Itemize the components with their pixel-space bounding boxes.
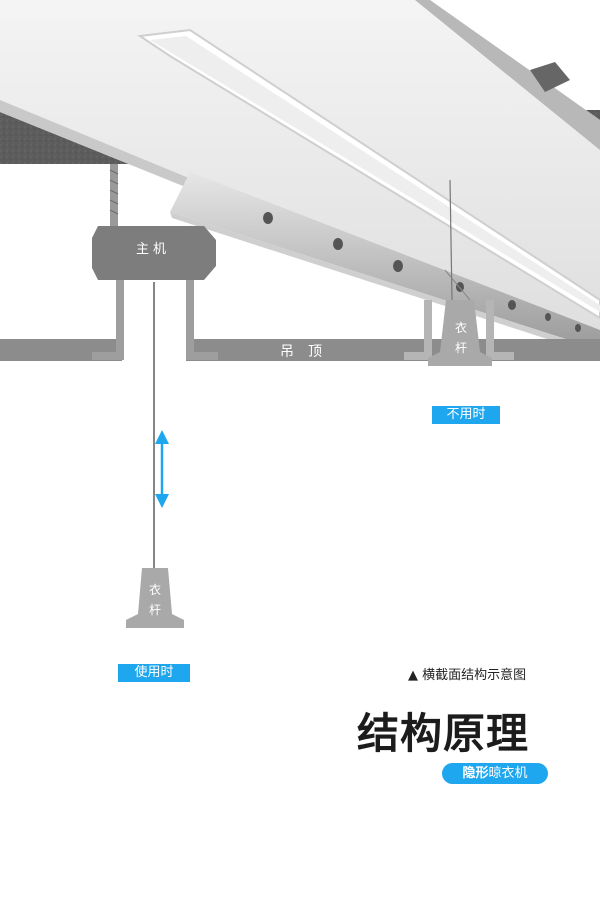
ceiling-panel-3d xyxy=(0,0,600,345)
not-in-use-tag: 不用时 xyxy=(432,406,500,424)
page-title: 结构原理 xyxy=(357,709,530,758)
host-label: 主机 xyxy=(136,242,171,257)
ceiling-label: 吊顶 xyxy=(280,344,336,360)
host-housing xyxy=(92,280,218,360)
triangle-icon: ▲ xyxy=(408,668,418,683)
host-machine xyxy=(92,226,216,280)
rod-label-lowered: 衣 杆 xyxy=(149,583,162,617)
subtitle-bold: 隐形 xyxy=(462,766,489,781)
in-use-tag: 使用时 xyxy=(118,664,190,682)
rod-lowered xyxy=(126,568,184,628)
subtitle-pill: 隐形晾衣机 xyxy=(442,763,548,784)
rod-stowed xyxy=(404,300,514,366)
threaded-rod xyxy=(109,164,119,226)
caption: ▲ 横截面结构示意图 xyxy=(408,664,526,683)
rod-label-stowed: 衣 杆 xyxy=(455,321,468,355)
up-down-arrow-icon xyxy=(155,430,169,508)
caption-text: 横截面结构示意图 xyxy=(422,668,527,683)
subtitle-regular: 晾衣机 xyxy=(488,766,528,781)
